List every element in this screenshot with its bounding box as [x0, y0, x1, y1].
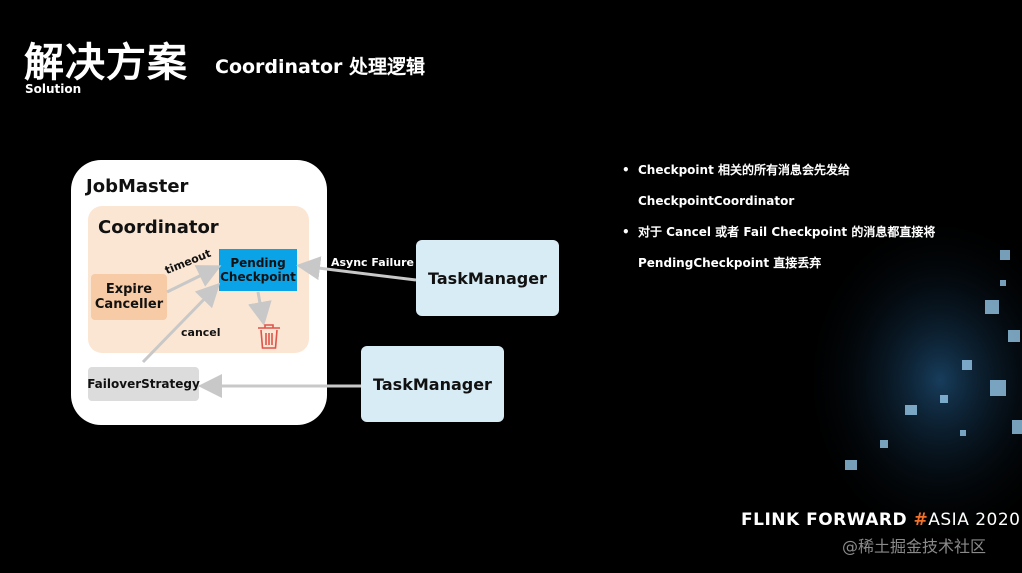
expire-canceller-box: Expire Canceller [91, 274, 167, 320]
pending-line1: Pending [230, 256, 286, 270]
failover-strategy-box: FailoverStrategy [87, 367, 200, 401]
brand-hash: # [913, 510, 929, 530]
brand-asia: ASIA 2020 [928, 510, 1021, 530]
arrow-timeout [166, 265, 222, 294]
bullet-item: • Checkpoint 相关的所有消息会先发给 CheckpointCoord… [622, 155, 962, 217]
pending-line2: Checkpoint [220, 270, 296, 284]
page-title: 解决方案 [24, 40, 188, 86]
expire-line2: Canceller [94, 297, 164, 312]
bullet-marker: • [622, 163, 630, 177]
bullet-list: • Checkpoint 相关的所有消息会先发给 CheckpointCoord… [622, 155, 962, 279]
watermark: @稀土掘金技术社区 [842, 537, 987, 556]
label-cancel: cancel [181, 326, 221, 339]
label-failover: Failover [256, 367, 306, 380]
pending-checkpoint-box: Pending Checkpoint [219, 249, 297, 291]
arrow-discard [248, 291, 272, 326]
jobmaster-label: JobMaster [86, 176, 189, 197]
taskmanager-box-top: TaskManager [416, 240, 559, 316]
bullet-line: 对于 Cancel 或者 Fail Checkpoint 的消息都直接将 [638, 225, 936, 239]
arrow-cancel [141, 282, 221, 364]
bullet-line: Checkpoint 相关的所有消息会先发给 [638, 163, 850, 177]
bullet-marker: • [622, 225, 630, 239]
label-async-failure: Async Failure [331, 256, 414, 269]
bullet-item: • 对于 Cancel 或者 Fail Checkpoint 的消息都直接将 P… [622, 217, 962, 279]
trash-icon [258, 324, 280, 349]
arrow-async-failure [296, 256, 417, 282]
bullet-line: PendingCheckpoint 直接丢弃 [638, 256, 822, 270]
coordinator-label: Coordinator [98, 217, 219, 238]
taskmanager-box-bottom: TaskManager [361, 346, 504, 422]
bullet-line: CheckpointCoordinator [638, 194, 795, 208]
page-subtitle-en: Solution [25, 82, 82, 96]
expire-line1: Expire [105, 282, 153, 297]
brand-logo: FLINK FORWARD #ASIA 2020 [741, 510, 1021, 530]
page-subtitle: Coordinator 处理逻辑 [215, 56, 426, 78]
brand-main: FLINK FORWARD [741, 510, 914, 530]
